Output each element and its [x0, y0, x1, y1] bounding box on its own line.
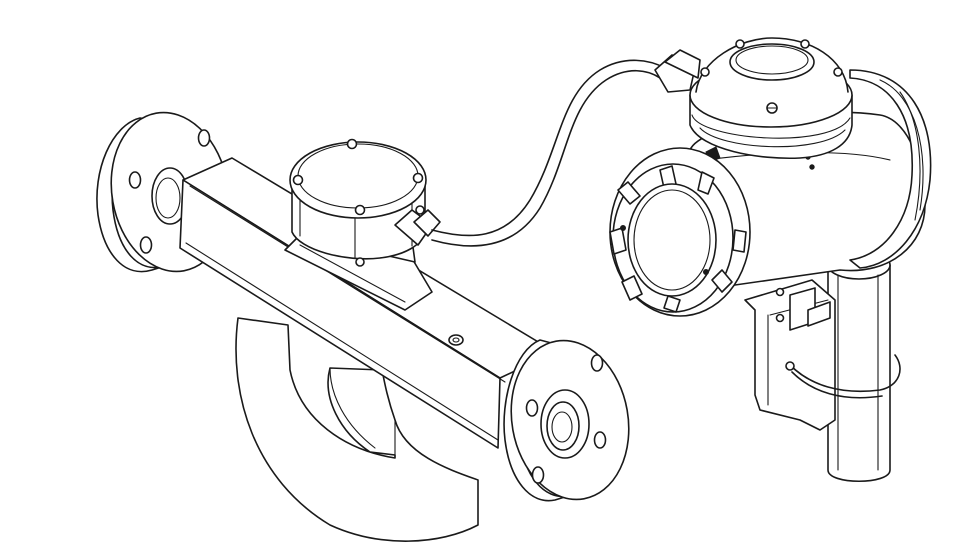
u-bolt — [785, 301, 901, 399]
measuring-tube-loop — [235, 317, 479, 542]
connecting-cable — [431, 59, 666, 247]
mounting-bracket — [744, 279, 836, 431]
right-flange — [503, 339, 630, 502]
display-cover — [609, 147, 751, 317]
left-flange — [96, 111, 230, 273]
sensor-junction-box — [284, 138, 441, 311]
mounting-pipe — [827, 250, 891, 483]
